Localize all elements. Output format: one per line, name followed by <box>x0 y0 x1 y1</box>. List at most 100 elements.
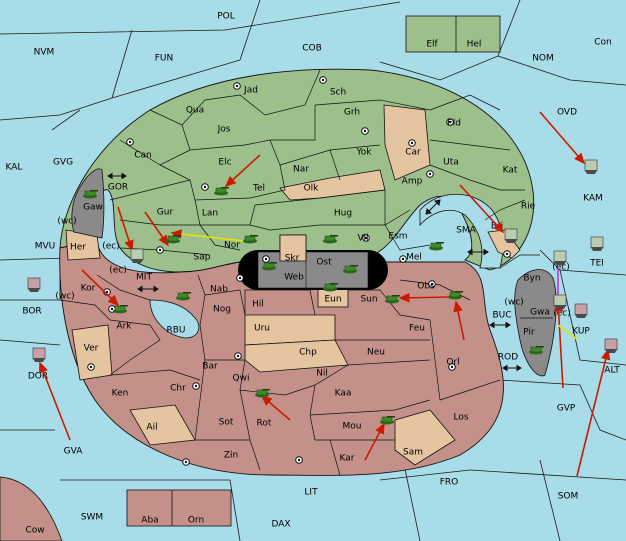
label-elf: Elf <box>426 40 438 50</box>
rod-arrow-icon <box>502 364 522 372</box>
label-orl: Orl <box>446 358 459 368</box>
label-dor: DOR <box>28 372 48 382</box>
label-mou: Mou <box>343 422 362 432</box>
label-fro: FRO <box>440 478 459 488</box>
label-eld: Eld <box>447 119 461 129</box>
label-her: Her <box>70 243 86 253</box>
label-yok: Yok <box>355 148 372 158</box>
label-kaa: Kaa <box>335 389 352 399</box>
label-dax: DAX <box>271 520 290 530</box>
label-hel: Hel <box>467 40 482 50</box>
coast-tag: (wc) <box>57 217 76 227</box>
coast-tag: (ec) <box>553 309 571 319</box>
label-nil: Nil <box>316 369 328 379</box>
impassable-labels: Gaw Pir Gwa <box>83 203 550 338</box>
label-ail: Ail <box>146 423 157 433</box>
label-rot: Rot <box>257 419 272 429</box>
label-ovd: OVD <box>557 108 577 118</box>
label-nor: Nor <box>224 241 240 251</box>
label-kar: Kar <box>340 454 355 464</box>
label-zin: Zin <box>224 451 238 461</box>
label-nab: Nab <box>210 285 228 295</box>
buc-arrow-icon <box>489 321 511 329</box>
label-feu: Feu <box>409 324 425 334</box>
fleet-unit <box>590 236 604 252</box>
label-vil: Vil <box>358 234 369 244</box>
coast-tag: (wc) <box>55 292 74 302</box>
label-gur: Gur <box>157 208 174 218</box>
impassable-gaw <box>71 168 105 239</box>
label-ver: Ver <box>84 344 99 354</box>
label-jos: Jos <box>217 125 231 135</box>
coast-tags: (wc) (ec) (ec) (wc) (ec) (wc) (ec) <box>55 217 570 319</box>
label-hug: Hug <box>334 209 352 219</box>
label-ost: Ost <box>316 258 332 268</box>
label-los: Los <box>453 413 468 423</box>
label-skr: Skr <box>285 254 300 264</box>
fleet-unit <box>574 303 588 319</box>
label-elc: Elc <box>218 158 231 168</box>
coast-tag: (ec) <box>552 263 570 273</box>
green-labels: Jad Sch Qua Jos Grh Can Elc Nar Yok Eld … <box>134 86 540 284</box>
sma-arrow-icon <box>425 199 441 215</box>
fleet-unit <box>553 250 567 266</box>
fleet-unit <box>27 277 41 293</box>
label-lan: Lan <box>202 209 218 219</box>
label-byn: Byn <box>523 274 540 284</box>
label-nog: Nog <box>213 305 231 315</box>
coast-tag: (wc) <box>504 298 523 308</box>
label-alt: ALT <box>604 366 620 376</box>
bidirectional-arrows <box>107 172 522 372</box>
label-tel: Tel <box>252 184 265 194</box>
neutral-territories <box>65 104 521 466</box>
label-cob: COB <box>302 44 322 54</box>
label-sam: Sam <box>403 448 423 458</box>
island-elf-hel <box>405 15 501 53</box>
label-ark: Ark <box>116 322 132 332</box>
rbu-inlet <box>149 299 200 339</box>
label-buc: BUC <box>492 311 511 321</box>
label-qua: Qua <box>186 106 204 116</box>
label-olk: Olk <box>304 184 320 194</box>
label-grh: Grh <box>344 108 360 118</box>
label-nom: NOM <box>532 54 554 64</box>
label-kam: KAM <box>583 194 603 204</box>
fleet-unit <box>584 159 598 175</box>
label-gaw: Gaw <box>83 203 103 213</box>
label-swm: SWM <box>81 513 103 523</box>
label-kor: Kor <box>81 284 96 294</box>
sea-labels: POL NVM FUN COB NOM Con OVD KAL GVG GOR … <box>6 12 621 530</box>
label-web: Web <box>284 273 304 283</box>
move-orders <box>29 111 611 477</box>
label-nvm: NVM <box>34 48 55 58</box>
label-mel: Mel <box>406 253 422 263</box>
label-rbu: RBU <box>166 326 185 336</box>
gor-arrow-icon <box>107 172 127 180</box>
label-lit: LIT <box>304 488 318 498</box>
label-con: Con <box>594 38 612 48</box>
label-chp: Chp <box>299 348 317 358</box>
label-sma: SMA <box>456 226 476 236</box>
mit-arrow-icon <box>137 285 159 293</box>
label-kup: KUP <box>572 327 590 337</box>
label-bor: BOR <box>22 307 41 317</box>
label-sap: Sap <box>194 253 211 263</box>
label-bar: Bar <box>202 362 218 372</box>
label-gwa: Gwa <box>530 308 550 318</box>
label-mvu: MVU <box>35 242 56 252</box>
label-fun: FUN <box>155 54 174 64</box>
label-sch: Sch <box>330 88 346 98</box>
label-mit: MIT <box>136 273 152 283</box>
label-som: SOM <box>558 492 579 502</box>
sma2-arrow-icon <box>467 248 489 256</box>
label-rie: Rie <box>521 202 536 212</box>
label-gvg: GVG <box>53 158 73 168</box>
support-orders <box>170 229 579 341</box>
label-kat: Kat <box>503 166 518 176</box>
label-gva: GVA <box>64 447 84 457</box>
label-sun: Sun <box>360 295 377 305</box>
label-orn: Orn <box>188 516 204 526</box>
label-car: Car <box>405 148 421 158</box>
